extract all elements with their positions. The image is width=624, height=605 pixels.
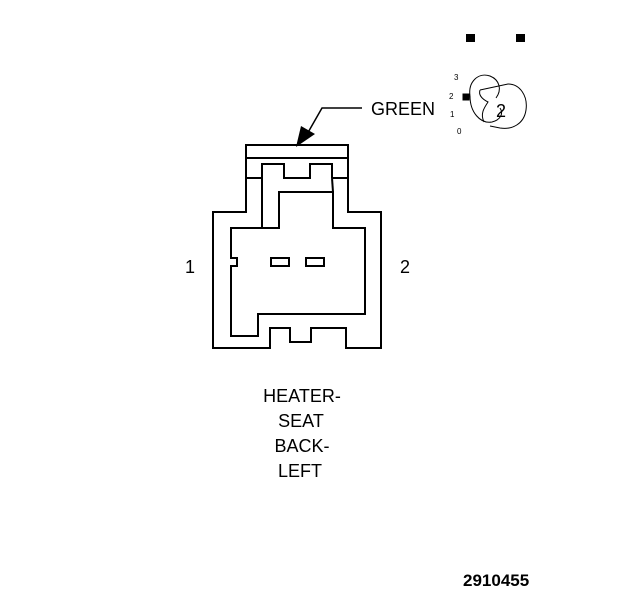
leader-line (305, 107, 362, 137)
figure-number: 2910455 (463, 571, 529, 590)
terminal-slot-2 (305, 257, 325, 267)
view-position-label: 2 (496, 101, 506, 121)
view-orientation-icon (462, 74, 527, 129)
registration-mark-right (516, 34, 525, 42)
scale-tick-2: 2 (449, 92, 454, 101)
leader-arrow-head (296, 126, 315, 147)
connector-cavity (230, 178, 366, 337)
connector-title-line-1: HEATER- (263, 386, 341, 406)
scale-tick-0: 0 (457, 127, 462, 136)
pin-label-1: 1 (185, 257, 195, 277)
connector-title-line-2: SEAT (278, 411, 324, 431)
connector-body-outer (212, 144, 382, 349)
scale-tick-3: 3 (454, 73, 459, 82)
scale-tick-1: 1 (450, 110, 455, 119)
pin-label-2: 2 (400, 257, 410, 277)
terminal-slot-1 (270, 257, 290, 267)
registration-mark-left (466, 34, 475, 42)
view-marker (462, 93, 470, 101)
connector-title-line-3: BACK- (274, 436, 329, 456)
connector-lock-tab (261, 163, 333, 179)
wire-color-label: GREEN (371, 99, 435, 119)
connector-title-line-4: LEFT (278, 461, 322, 481)
connector-cavity-right-edge (331, 177, 334, 193)
